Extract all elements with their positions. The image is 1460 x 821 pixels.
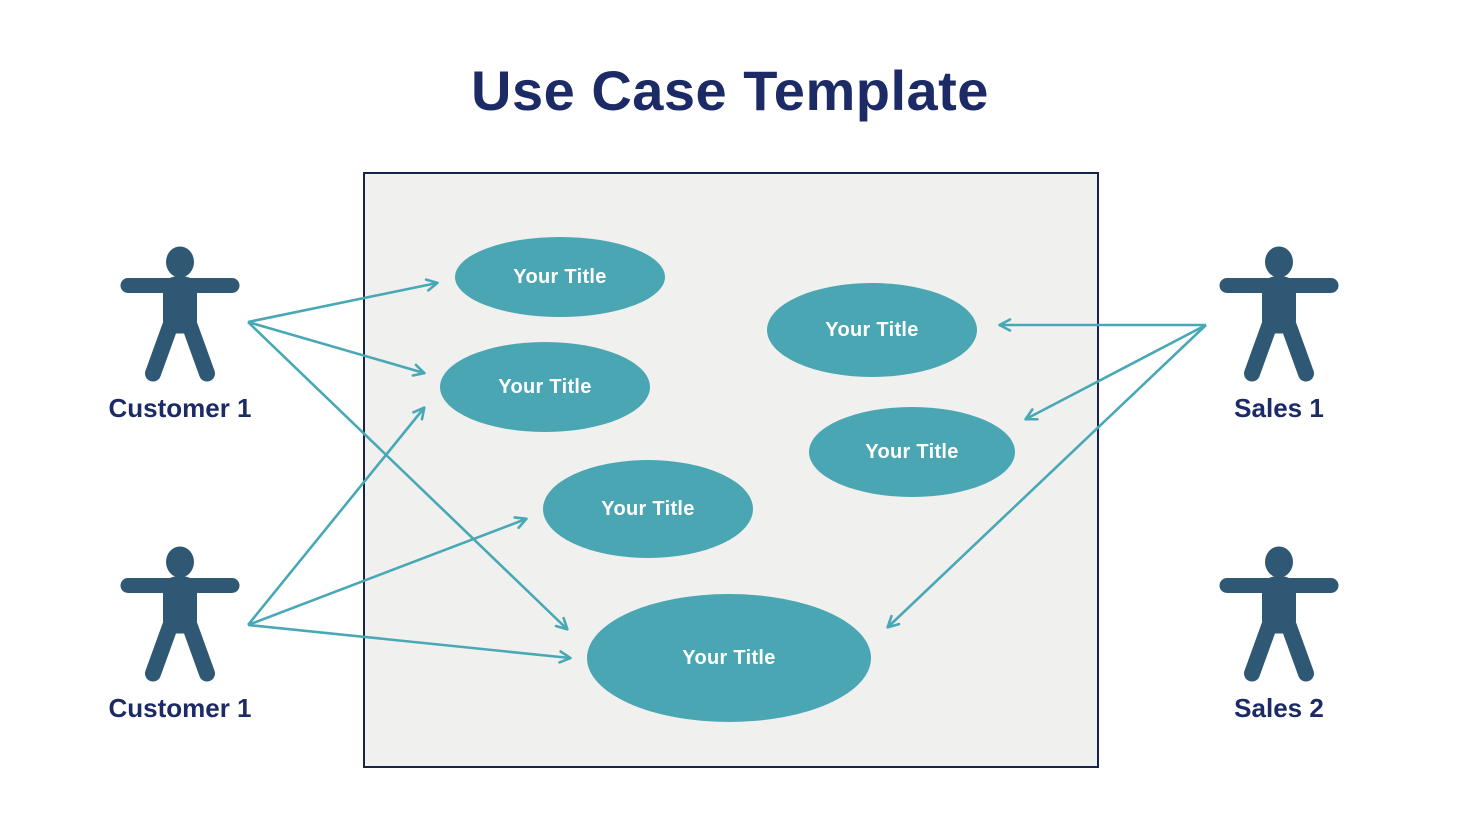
use-case-3-ellipse[interactable]: Your Title [767,283,977,377]
use-case-1-ellipse[interactable]: Your Title [455,237,665,317]
actor-customer-1-bottom[interactable] [120,546,240,689]
actor-sales-2[interactable] [1219,546,1339,689]
use-case-6-label: Your Title [682,646,776,669]
person-icon [1219,546,1339,682]
use-case-2-ellipse[interactable]: Your Title [440,342,650,432]
actor-sales-2-label: Sales 2 [1234,693,1324,723]
use-case-4-ellipse[interactable]: Your Title [809,407,1015,497]
actor-customer-1-bottom-label: Customer 1 [108,693,252,723]
actor-customer-1-top[interactable] [120,246,240,389]
use-case-1-label: Your Title [513,265,607,288]
use-case-5-label: Your Title [601,497,695,520]
actor-customer-1-top-label: Customer 1 [108,393,252,423]
use-case-4-label: Your Title [865,440,959,463]
page-title: Use Case Template [471,59,989,122]
person-icon [120,546,240,682]
use-case-5-ellipse[interactable]: Your Title [543,460,753,558]
actor-sales-1[interactable] [1219,246,1339,389]
use-case-2-label: Your Title [498,375,592,398]
person-icon [1219,246,1339,382]
person-icon [120,246,240,382]
use-case-6-ellipse[interactable]: Your Title [587,594,871,722]
use-case-3-label: Your Title [825,318,919,341]
actor-sales-1-label: Sales 1 [1234,393,1324,423]
